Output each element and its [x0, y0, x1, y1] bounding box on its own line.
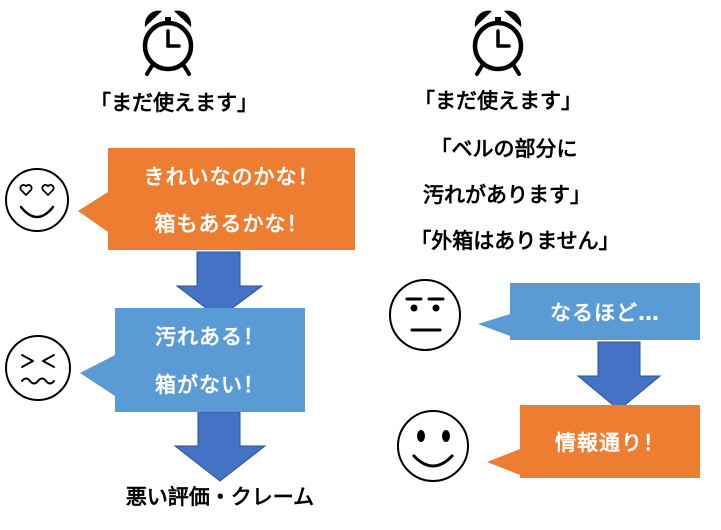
right-quote-line: 汚れがあります」	[423, 183, 591, 207]
right-quote-line: 「外箱はありません」	[410, 229, 620, 253]
left-callout-blue	[80, 308, 305, 412]
left-callout-orange-text: きれいなのかな！ 箱もあるかな！	[108, 152, 355, 246]
down-arrow-3	[576, 341, 662, 411]
left-callout-blue-text: 汚れある！ 箱がない！	[115, 312, 305, 408]
down-arrow-1	[175, 251, 264, 319]
alarm-clock-icon	[472, 10, 524, 76]
left-result: 悪い評価・クレーム	[125, 485, 315, 509]
callout-line: 情報通り！	[555, 430, 665, 455]
heart-eyes-face-icon	[5, 168, 69, 232]
right-callout-orange	[487, 405, 700, 478]
confounded-face-icon	[5, 335, 71, 401]
down-arrow-2	[173, 411, 267, 482]
left-callout-orange	[78, 148, 355, 250]
callout-line: きれいなのかな！	[143, 164, 320, 189]
right-callout-orange-text: 情報通り！	[520, 405, 700, 478]
smiling-face-icon	[397, 410, 469, 482]
callout-line: なるほど…	[550, 300, 660, 325]
callout-line: 箱もあるかな！	[154, 211, 309, 236]
callout-line: 箱がない！	[155, 373, 265, 397]
right-quote-line: 「ベルの部分に	[430, 137, 578, 161]
left-quote: 「まだ使えます」	[90, 91, 258, 115]
right-callout-blue-text: なるほど…	[510, 283, 700, 340]
alarm-clock-icon	[142, 10, 194, 76]
neutral-face-icon	[389, 279, 461, 351]
right-quote-line: 「まだ使えます」	[414, 89, 582, 113]
right-callout-blue	[478, 283, 700, 340]
callout-line: 汚れある！	[155, 325, 265, 349]
